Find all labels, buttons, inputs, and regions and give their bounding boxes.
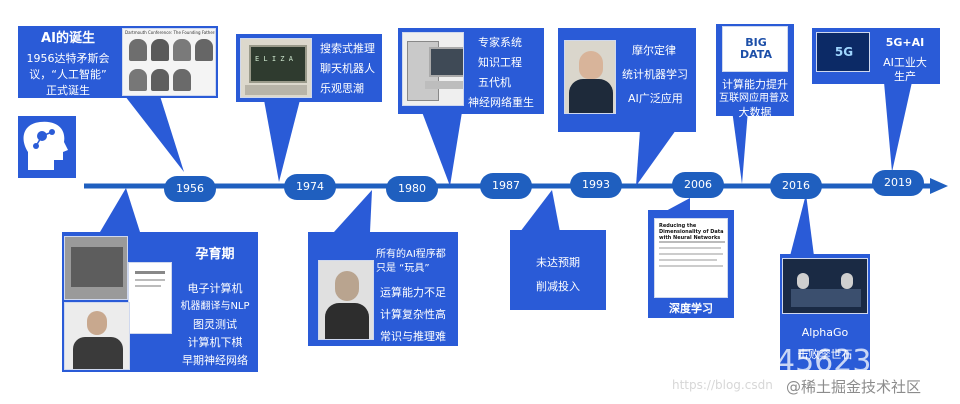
callout-winter1-line1: 所有的AI程序都 [376,249,446,260]
callout-1980-line1: 专家系统 [478,36,522,49]
pointer-winter1 [334,190,372,232]
pointer-2006 [732,110,748,184]
year-node-1980: 1980 [386,176,438,202]
deep-paper-image: Reducing the Dimensionality of Data with… [654,218,728,298]
callout-1956-line3: 正式诞生 [46,84,90,97]
callout-2019-line2: 生产 [894,70,916,83]
callout-1993-line1: 摩尔定律 [632,44,676,57]
callout-winter1-line3: 运算能力不足 [380,286,446,299]
5g-logo-text: 5G [834,45,854,59]
callout-winter1-line4: 计算复杂性高 [380,308,446,321]
lighthill-portrait [318,260,374,340]
pointer-1993 [636,130,676,186]
callout-incubation-title: 孕育期 [195,247,235,262]
callout-incubation-line4: 计算机下棋 [187,336,243,349]
callout-1993-line2: 统计机器学习 [622,68,688,81]
callout-1993-line3: AI广泛应用 [628,92,683,105]
callout-winter2-line2: 削减投入 [536,280,580,293]
callout-1993: 摩尔定律 统计机器学习 AI广泛应用 [558,28,696,132]
callout-2006-line3: 大数据 [738,106,772,119]
callout-winter2-line1: 未达预期 [536,256,580,269]
callout-1974-line2: 聊天机器人 [320,62,375,75]
callout-incubation-line3: 图灵测试 [193,318,237,331]
year-node-2016: 2016 [770,173,822,199]
callout-incubation-line5: 早期神经网络 [182,354,248,367]
callout-winter2: 未达预期 削减投入 [510,230,606,310]
callout-incubation-line2: 机器翻译与NLP [180,301,250,312]
watermark-url: https://blog.csdn [672,378,773,392]
moore-portrait [564,40,616,114]
callout-2006-line2: 互联网应用普及 [719,93,789,104]
big-data-logo: BIG DATA [722,26,788,72]
callout-1974-line3: 乐观思潮 [320,82,364,95]
deep-paper-title: Reducing the Dimensionality of Data with… [659,223,724,241]
pointer-alphago [790,194,814,256]
watermark-brand: @稀土掘金技术社区 [786,378,922,396]
callout-winter1-line2: 只是 “玩具” [376,263,430,274]
year-node-1974: 1974 [284,174,336,200]
callout-2019-line1: AI工业大 [883,56,927,69]
watermark-number: 45623 [776,344,872,379]
callout-deep: Reducing the Dimensionality of Data with… [648,210,734,318]
year-node-2019: 2019 [872,170,924,196]
callout-alphago-line2: 击败李世石 [797,348,853,361]
callout-2006-line1: 计算能力提升 [722,78,788,91]
scientist-photo [64,302,130,370]
callout-2019: 5G 5G+AI AI工业大 生产 [812,28,940,84]
year-node-1993: 1993 [570,172,622,198]
timeline-arrowhead [930,178,948,194]
callout-winter1: 所有的AI程序都 只是 “玩具” 运算能力不足 计算复杂性高 常识与推理难 [308,232,458,346]
year-node-1956: 1956 [164,176,216,202]
dartmouth-photo: Dartmouth Conference: The Founding Fathe… [122,28,216,96]
document-photo [128,262,172,334]
pointer-winter2 [520,190,560,232]
callout-2006: BIG DATA 计算能力提升 互联网应用普及 大数据 [716,24,794,119]
alphago-photo [782,258,868,314]
callout-1956-line1: 1956达特矛斯会 [26,52,110,65]
eliza-screen-text: E L I Z A [255,55,293,63]
year-node-1987: 1987 [480,173,532,199]
pointer-1980 [422,112,462,186]
callout-winter1-line5: 常识与推理难 [380,330,446,343]
callout-1956-title: AI的诞生 [41,31,95,46]
callout-1974-line1: 搜索式推理 [320,42,375,55]
pointer-2019 [884,82,912,172]
callout-1974: E L I Z A 搜索式推理 聊天机器人 乐观思潮 [236,34,382,102]
callout-1956: AI的诞生 1956达特矛斯会 议，“人工智能” 正式诞生 Dartmouth … [18,26,218,98]
dartmouth-photo-title: Dartmouth Conference: The Founding Fathe… [125,30,215,35]
callout-incubation-line1: 电子计算机 [187,282,243,295]
brain-head-icon [18,116,76,178]
computer-photo [402,32,464,106]
callout-alphago: AlphaGo 击败李世石 [780,254,870,370]
eliza-terminal-photo: E L I Z A [240,38,312,98]
big-data-logo-text: BIG DATA [740,36,772,61]
pointer-deep [664,198,690,212]
eniac-photo [64,236,128,300]
callout-incubation: 孕育期 电子计算机 机器翻译与NLP 图灵测试 计算机下棋 早期神经网络 [62,232,258,372]
callout-deep-title: 深度学习 [669,302,713,315]
pointer-1974 [264,100,300,182]
callout-alphago-line1: AlphaGo [801,326,849,339]
callout-1956-line2: 议，“人工智能” [29,68,107,81]
pointer-incubation [100,188,140,232]
year-node-2006: 2006 [672,172,724,198]
callout-1980-line2: 知识工程 [478,56,522,69]
callout-2019-title: 5G+AI [885,36,925,49]
pointer-1956 [125,96,184,172]
5g-logo: 5G [816,32,870,72]
callout-1980-line3: 五代机 [478,76,511,89]
callout-1980-line4: 神经网络重生 [468,96,534,109]
callout-1980: 专家系统 知识工程 五代机 神经网络重生 [398,28,544,114]
